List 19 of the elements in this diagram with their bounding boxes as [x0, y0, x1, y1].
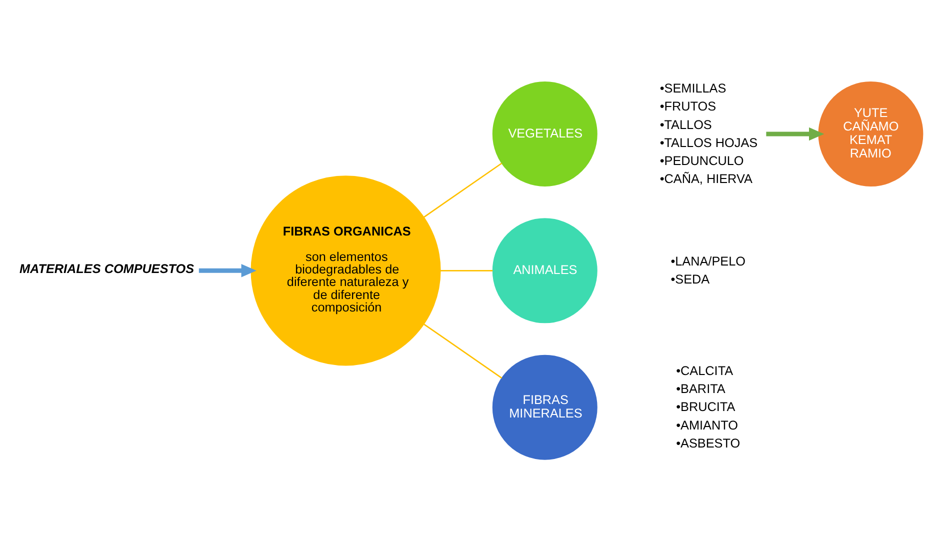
connector — [424, 324, 502, 379]
arrow — [198, 264, 256, 278]
node-circle: YUTE CAÑAMO KEMAT RAMIO — [818, 82, 924, 186]
node-label: •CALCITA — [676, 364, 734, 378]
connector — [440, 270, 493, 272]
node-label: •BRUCITA — [676, 400, 736, 414]
node-circle: VEGETALES — [492, 82, 598, 186]
node-circle: FIBRAS ORGANICAS son elementos biodegradables de diferente naturaleza y de diferente composición — [250, 176, 441, 366]
node-circle: ANIMALES — [492, 218, 598, 324]
node-circle: FIBRAS MINERALES — [492, 354, 598, 460]
node-label: •AMIANTO — [676, 418, 738, 432]
node-text: •SEMILLAS •FRUTOS •TALLOS •TALLOS HOJAS •PEDUNCULO •CAÑA, HIERVA — [660, 82, 758, 186]
node-label: •BARITA — [676, 382, 726, 396]
node-label: •LANA/PELO — [670, 254, 746, 268]
node-label: •SEDA — [670, 272, 710, 287]
arrow — [766, 127, 824, 141]
node-text: MATERIALES COMPUESTOS — [19, 262, 194, 276]
connector — [424, 162, 502, 218]
node-label: •ASBESTO — [676, 436, 740, 450]
